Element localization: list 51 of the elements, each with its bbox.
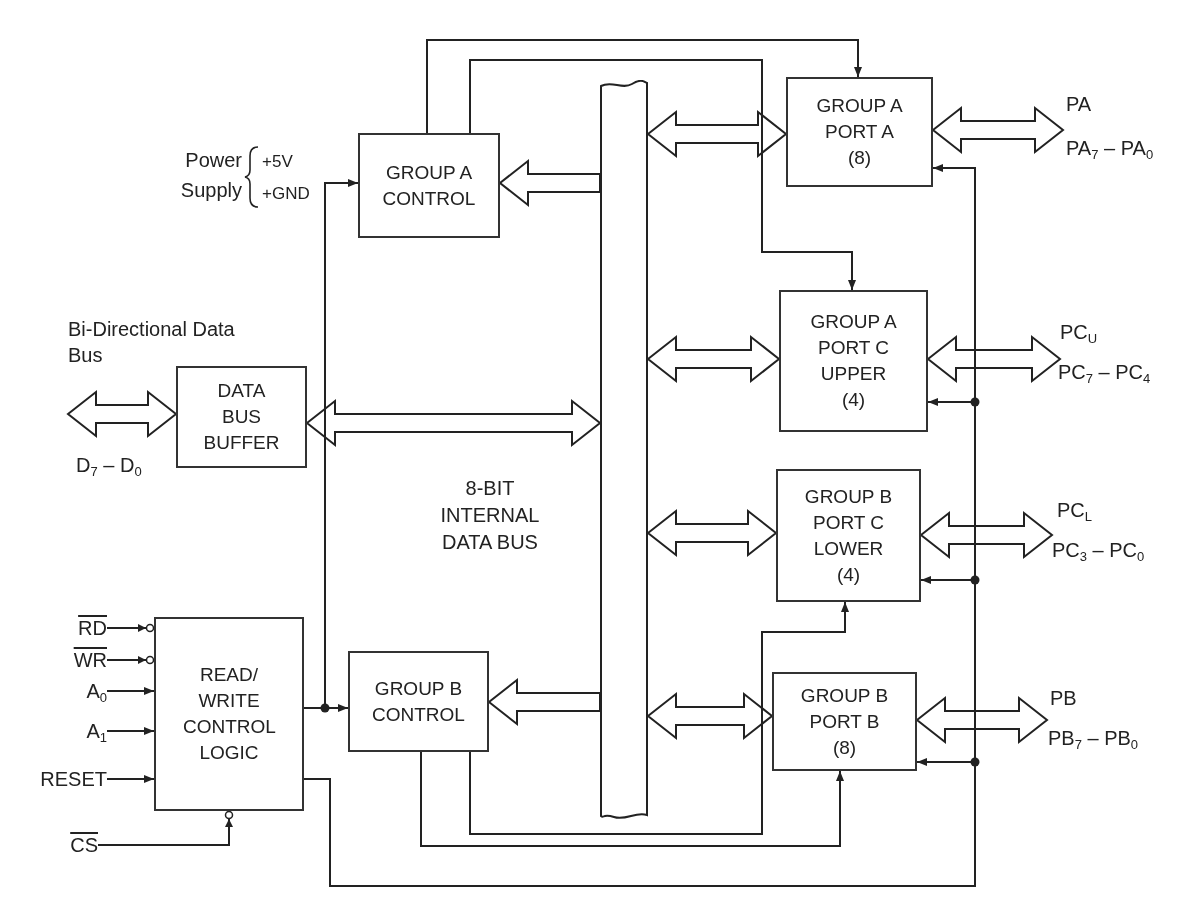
voltage-label: +5V — [262, 151, 293, 173]
pin-label: PB$_{7}$ – PB$_{0}$ — [1048, 726, 1139, 752]
bus-label: Bi-Directional Data Bus — [68, 317, 236, 368]
pin-label: PA$_{7}$ – PA$_{0}$ — [1066, 136, 1154, 162]
bus-arrow — [305, 398, 602, 448]
port-label: PB — [1050, 686, 1077, 711]
block-box: GROUP B PORT C LOWER (4) — [776, 469, 921, 602]
bus-label: 8-BIT INTERNAL DATA BUS — [439, 476, 541, 555]
block-box: GROUP B PORT B (8) — [772, 672, 917, 771]
arrow — [106, 775, 155, 783]
block-box: GROUP A PORT A (8) — [786, 77, 933, 187]
arrow — [426, 39, 862, 134]
arrow — [106, 623, 155, 633]
arrow — [106, 727, 155, 735]
signal-name: RESET — [5, 765, 107, 793]
bus-arrow — [931, 105, 1065, 155]
arrow — [106, 655, 155, 665]
arrow — [469, 601, 849, 835]
signal-name: WR — [55, 646, 107, 674]
pin-label: D$_{7}$ – D$_{0}$ — [76, 453, 142, 479]
voltage-label: +GND — [262, 183, 310, 205]
port-label: PC$_{U}$ — [1060, 320, 1098, 346]
pin-label: PC$_{7}$ – PC$_{4}$ — [1058, 360, 1151, 386]
block-box: GROUP B CONTROL — [348, 651, 489, 752]
bus-arrow — [646, 691, 774, 741]
arrow — [420, 751, 844, 847]
signal-name: A$_{1}$ — [55, 717, 107, 745]
block-box: GROUP A CONTROL — [358, 133, 500, 238]
bus-arrow — [498, 158, 601, 208]
bus-arrow — [926, 334, 1062, 384]
signal-name: A$_{0}$ — [55, 677, 107, 705]
bus-arrow — [915, 695, 1049, 745]
arrow — [106, 687, 155, 695]
bus-arrow — [646, 109, 788, 159]
signal-name: CS — [50, 831, 98, 859]
bus-arrow — [919, 510, 1054, 560]
arrow — [97, 810, 234, 846]
pin-label: PC$_{3}$ – PC$_{0}$ — [1052, 538, 1145, 564]
bus-arrow — [646, 334, 781, 384]
port-label: PA — [1066, 92, 1092, 117]
data-bus-bar — [600, 80, 648, 822]
port-label: PC$_{L}$ — [1057, 498, 1093, 524]
bus-arrow — [487, 677, 601, 727]
power-supply-label: Power Supply — [179, 148, 242, 203]
bus-arrow — [646, 508, 778, 558]
bus-arrow — [66, 389, 178, 439]
arrow — [469, 59, 856, 291]
signal-name: RD — [55, 614, 107, 642]
block-box: DATA BUS BUFFER — [176, 366, 307, 468]
block-box: GROUP A PORT C UPPER (4) — [779, 290, 928, 432]
block-box: READ/ WRITE CONTROL LOGIC — [154, 617, 304, 811]
